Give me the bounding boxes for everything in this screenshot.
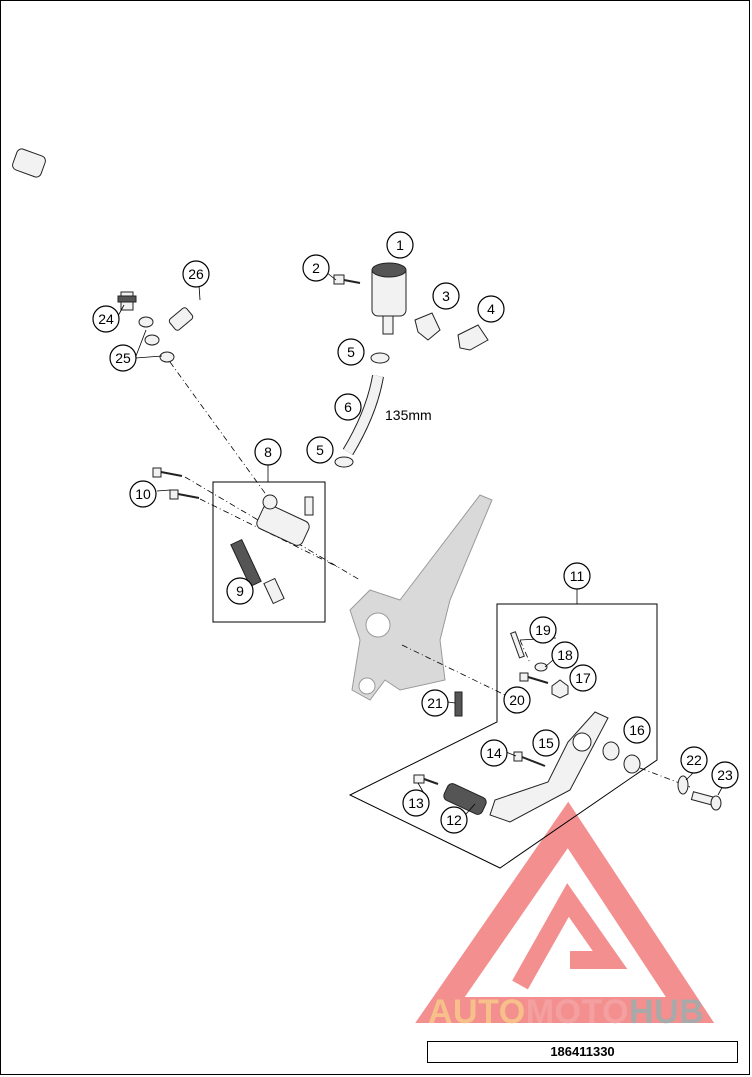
callout-12: 12: [440, 806, 468, 834]
group-box-8: [212, 481, 326, 623]
washer-25c: [159, 351, 175, 363]
callout-number: 20: [509, 692, 525, 708]
callout-number: 26: [188, 266, 204, 282]
callout-number: 17: [575, 670, 591, 686]
callout-8: 8: [254, 438, 282, 466]
dimension-label: 135mm: [385, 407, 432, 423]
callout-number: 3: [442, 288, 450, 304]
clamp-4: [457, 324, 489, 351]
bolt-23: [690, 791, 722, 811]
master-cylinder-8: [256, 494, 314, 546]
bolts-10: [152, 467, 200, 500]
callout-number: 25: [115, 350, 131, 366]
callout-3: 3: [432, 282, 460, 310]
callout-number: 13: [408, 795, 424, 811]
callout-number: 12: [446, 812, 462, 828]
callout-4: 4: [477, 295, 505, 323]
callout-number: 4: [487, 301, 495, 317]
callout-number: 16: [629, 722, 645, 738]
callout-18: 18: [551, 641, 579, 669]
callout-17: 17: [569, 664, 597, 692]
bracket-3: [414, 312, 441, 341]
callout-number: 11: [570, 568, 585, 584]
callout-15: 15: [532, 729, 560, 757]
washer-22: [677, 775, 689, 795]
screw-2: [333, 274, 361, 285]
watermark-hub: HUB: [629, 993, 705, 1031]
callout-16: 16: [623, 716, 651, 744]
pin-19: [510, 631, 525, 659]
callout-number: 18: [557, 647, 573, 663]
group-box-11: [348, 603, 658, 869]
callout-number: 24: [98, 311, 114, 327]
hose-clamp-5a: [370, 352, 390, 364]
footpeg-12: [443, 783, 487, 815]
footrest-bracket: [349, 494, 493, 701]
callout-number: 2: [312, 260, 320, 276]
callout-10: 10: [129, 480, 157, 508]
callout-number: 1: [396, 237, 404, 253]
callout-number: 9: [236, 583, 244, 599]
bushing-16b: [623, 754, 641, 774]
callout-14: 14: [480, 739, 508, 767]
hose-clamp-5b: [334, 456, 354, 468]
callout-number: 10: [135, 486, 151, 502]
watermark-logo: [415, 801, 715, 1023]
callout-number: 5: [347, 344, 355, 360]
pushrod-9: [230, 538, 285, 605]
callout-5a: 5: [337, 338, 365, 366]
bolt-20: [519, 672, 549, 684]
watermark-moto: MOTO: [525, 993, 630, 1031]
callout-number: 23: [717, 767, 733, 783]
callout-2: 2: [302, 254, 330, 282]
callout-19: 19: [529, 616, 557, 644]
bushing-16a: [602, 741, 620, 761]
washer-18: [534, 662, 548, 672]
callout-number: 6: [344, 399, 352, 415]
bolt-13: [413, 774, 439, 785]
washer-25b: [144, 334, 160, 346]
fitting-24: [117, 291, 137, 311]
watermark-auto: AUTO: [428, 993, 526, 1031]
callout-23: 23: [711, 761, 739, 789]
bolt-14: [513, 751, 546, 767]
callout-9: 9: [226, 577, 254, 605]
nut-17: [551, 679, 569, 699]
callout-11: 11: [563, 562, 591, 590]
drawing-number: 186411330: [427, 1041, 738, 1063]
callout-22: 22: [680, 746, 708, 774]
callout-number: 21: [427, 695, 443, 711]
callout-6: 6: [334, 393, 362, 421]
callout-number: 15: [538, 735, 554, 751]
callout-number: 14: [486, 745, 502, 761]
spring-21: [454, 691, 463, 717]
callout-13: 13: [402, 789, 430, 817]
callout-1: 1: [386, 231, 414, 259]
washer-25a: [138, 316, 154, 328]
callout-number: 19: [535, 622, 551, 638]
hose-26: [12, 148, 234, 331]
callout-20: 20: [503, 686, 531, 714]
callout-number: 8: [264, 444, 272, 460]
hose-6: [343, 375, 383, 455]
callout-26: 26: [182, 260, 210, 288]
watermark-text: AUTOMOTOHUB: [428, 993, 704, 1032]
callout-number: 22: [686, 752, 702, 768]
reservoir-1: [371, 262, 407, 335]
callout-24: 24: [92, 305, 120, 333]
callout-number: 5: [316, 442, 324, 458]
callout-21: 21: [421, 689, 449, 717]
callout-5b: 5: [306, 436, 334, 464]
callout-25: 25: [109, 344, 137, 372]
